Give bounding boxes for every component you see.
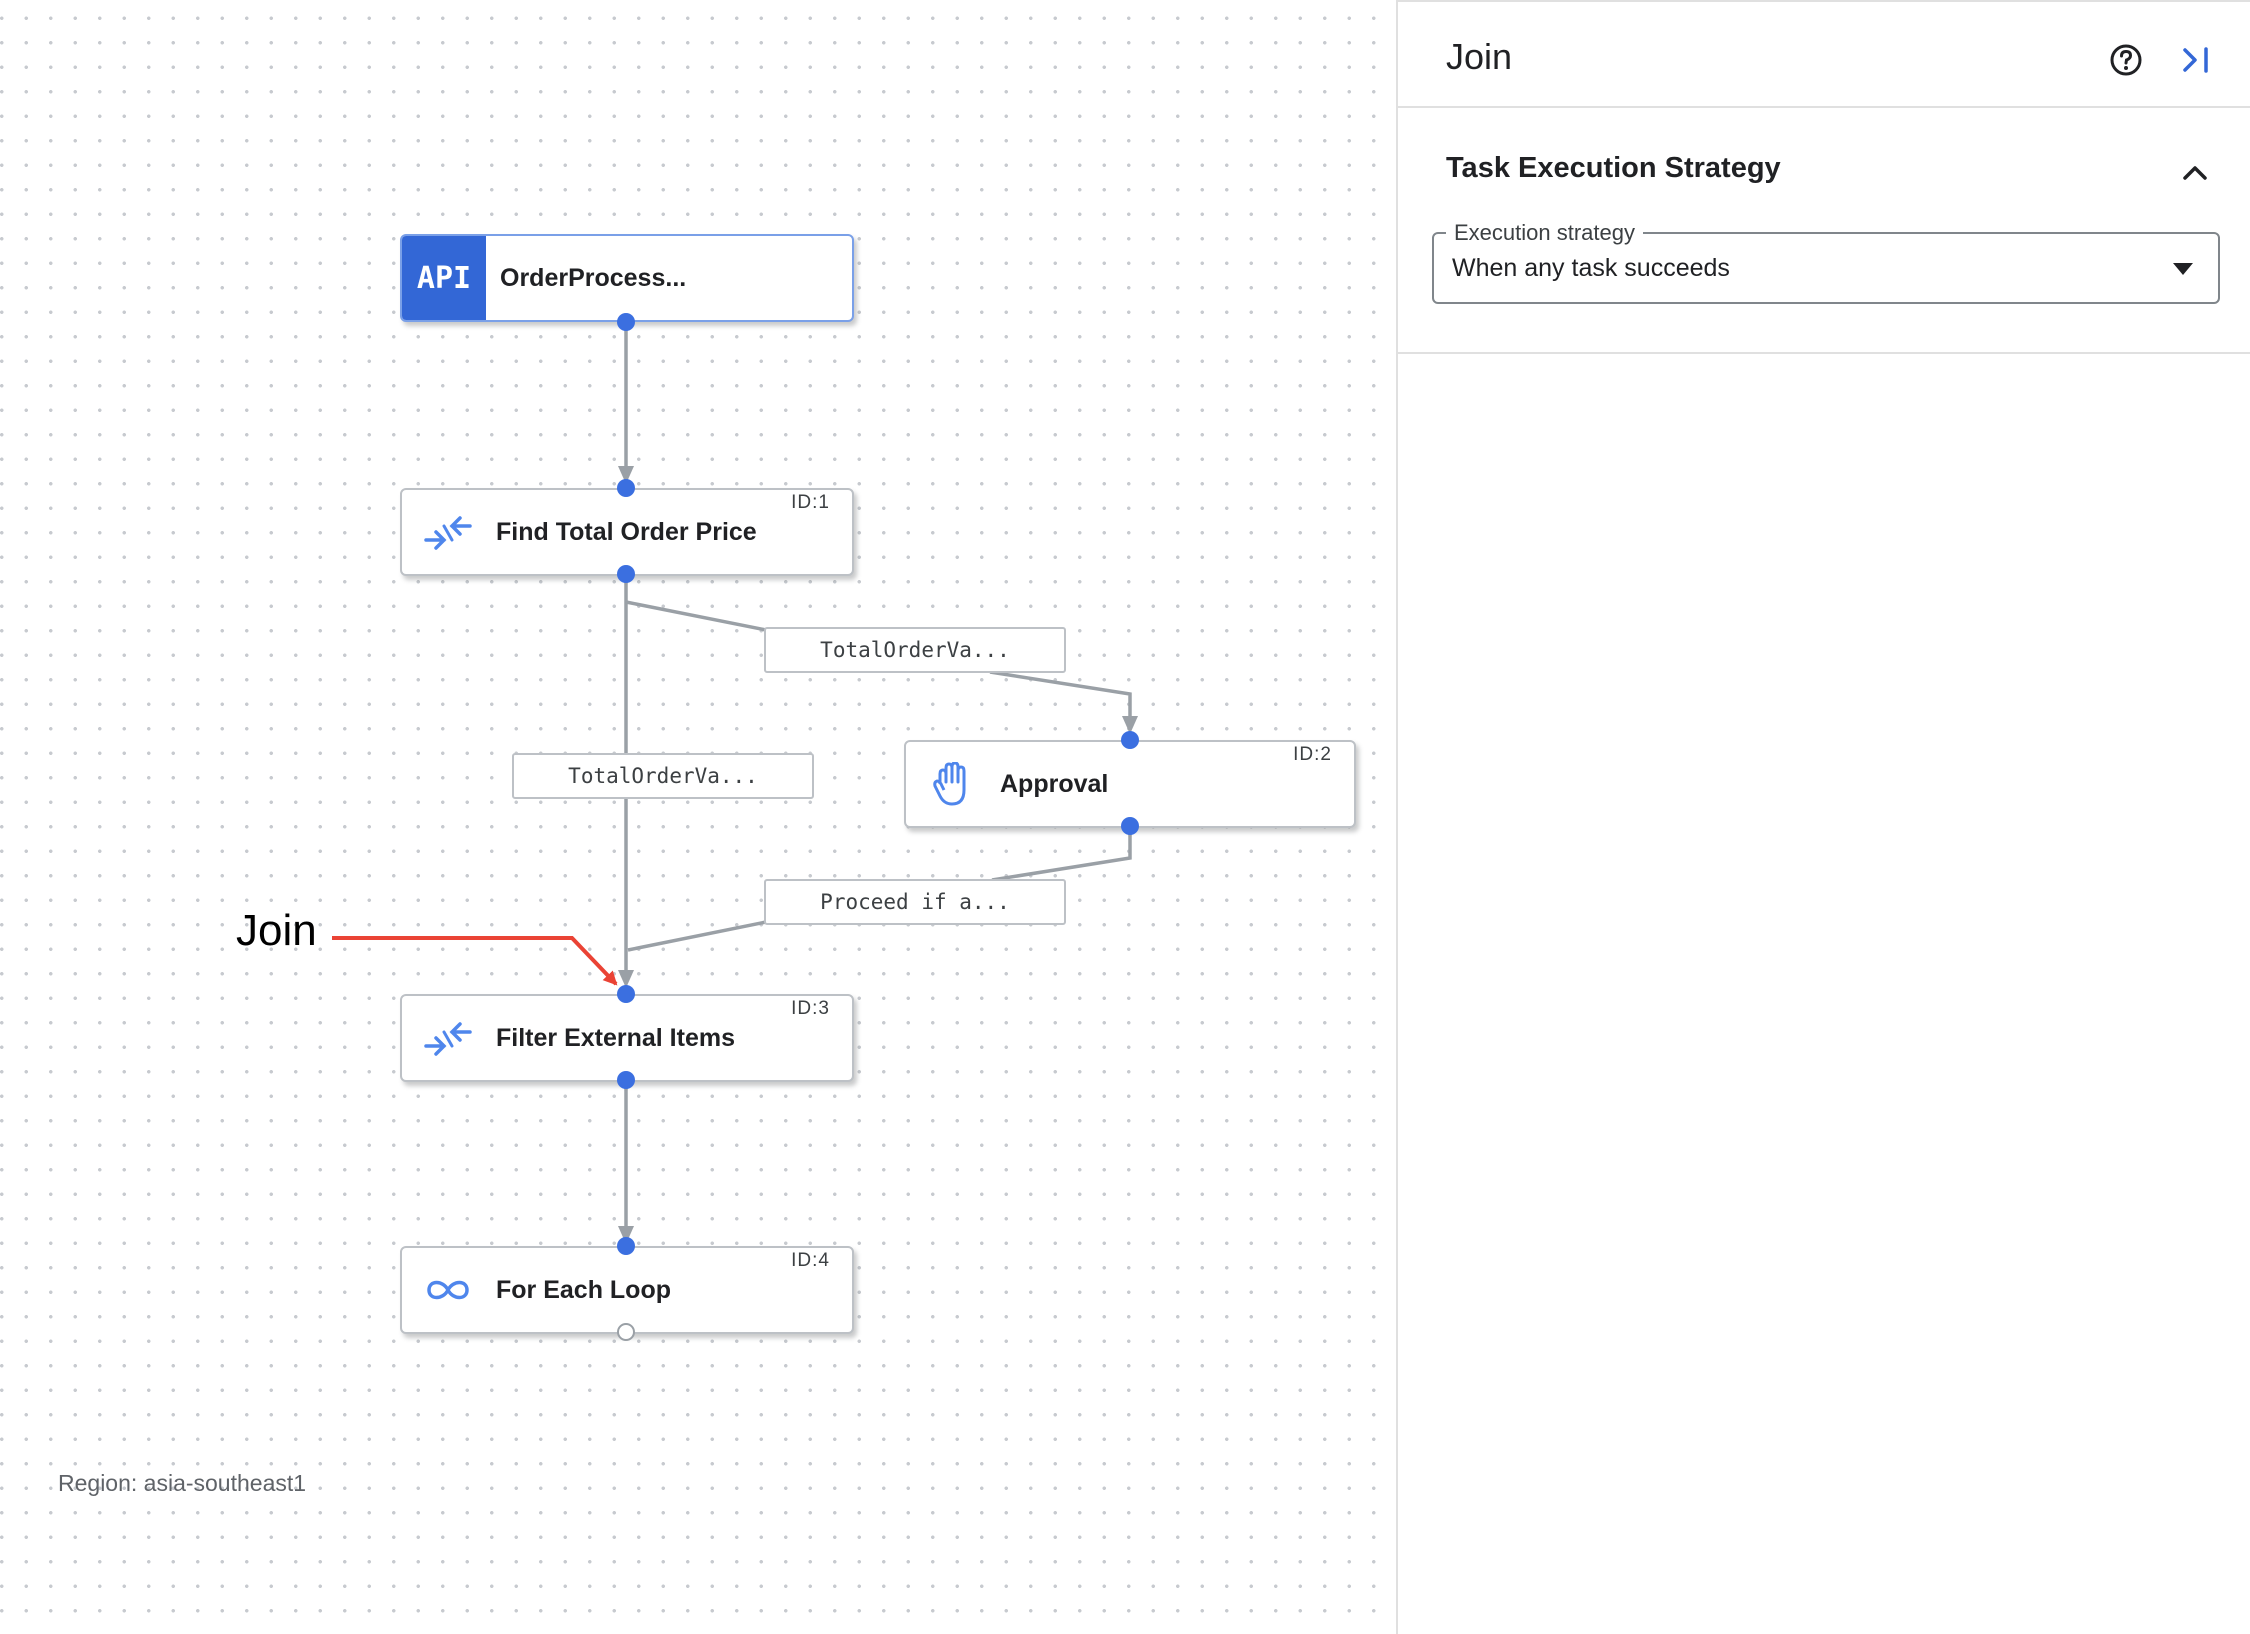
api-trigger-title: OrderProcess... [500,263,687,292]
input-port[interactable] [617,1237,635,1255]
task-id: ID:4 [791,1250,830,1271]
output-port[interactable] [617,1071,635,1089]
join-input-port[interactable] [617,985,635,1003]
execution-strategy-label: Execution strategy [1446,220,1643,246]
task-id: ID:1 [791,492,830,513]
input-port[interactable] [1121,731,1139,749]
execution-strategy-select[interactable]: Execution strategy When any task succeed… [1432,220,2220,304]
panel-header: Join [1398,8,2250,108]
edge-find-total-to-approval[interactable] [625,600,1132,724]
task-id: ID:2 [1293,744,1332,765]
task-title: Find Total Order Price [496,517,757,546]
edge-condition-label[interactable]: TotalOrderVa... [512,753,814,799]
task-node-find-total-order-price[interactable]: Find Total Order Price ID:1 [400,488,854,576]
execution-strategy-value: When any task succeeds [1452,254,1730,282]
task-title: Filter External Items [496,1023,735,1052]
join-annotation-label: Join [236,906,317,955]
task-node-approval[interactable]: Approval ID:2 [904,740,1356,828]
output-port[interactable] [617,313,635,331]
edge-condition-label[interactable]: TotalOrderVa... [764,627,1066,673]
panel-title: Join [1446,36,1513,77]
join-annotation-arrow [332,936,618,986]
data-mapping-icon [422,506,474,558]
task-title: Approval [1000,769,1109,798]
output-port-unconnected[interactable] [617,1323,635,1341]
section-divider [1398,352,2250,354]
task-node-for-each-loop[interactable]: For Each Loop ID:4 [400,1246,854,1334]
region-label: Region: asia-southeast1 [58,1470,307,1496]
infinity-icon [422,1264,474,1316]
edge-approval-to-filter[interactable] [627,826,1132,952]
edge-condition-label[interactable]: Proceed if a... [764,879,1066,925]
integration-canvas[interactable]: API OrderProcess... Find Total Order Pri… [0,0,1396,1632]
input-port[interactable] [617,479,635,497]
collapse-panel-icon[interactable] [2178,42,2214,78]
properties-panel: Join Task Execution Strategy Execution s… [1396,0,2250,1634]
task-title: For Each Loop [496,1275,671,1304]
task-node-filter-external-items[interactable]: Filter External Items ID:3 [400,994,854,1082]
task-id: ID:3 [791,998,830,1019]
section-title[interactable]: Task Execution Strategy [1446,152,1781,184]
output-port[interactable] [617,565,635,583]
data-mapping-icon [422,1012,474,1064]
chevron-up-icon[interactable] [2178,156,2212,190]
api-trigger-node[interactable]: API OrderProcess... [400,234,854,322]
help-icon[interactable] [2108,42,2144,78]
dropdown-caret-icon [2173,263,2193,275]
api-icon: API [402,236,486,320]
hand-icon [926,758,978,810]
output-port[interactable] [1121,817,1139,835]
